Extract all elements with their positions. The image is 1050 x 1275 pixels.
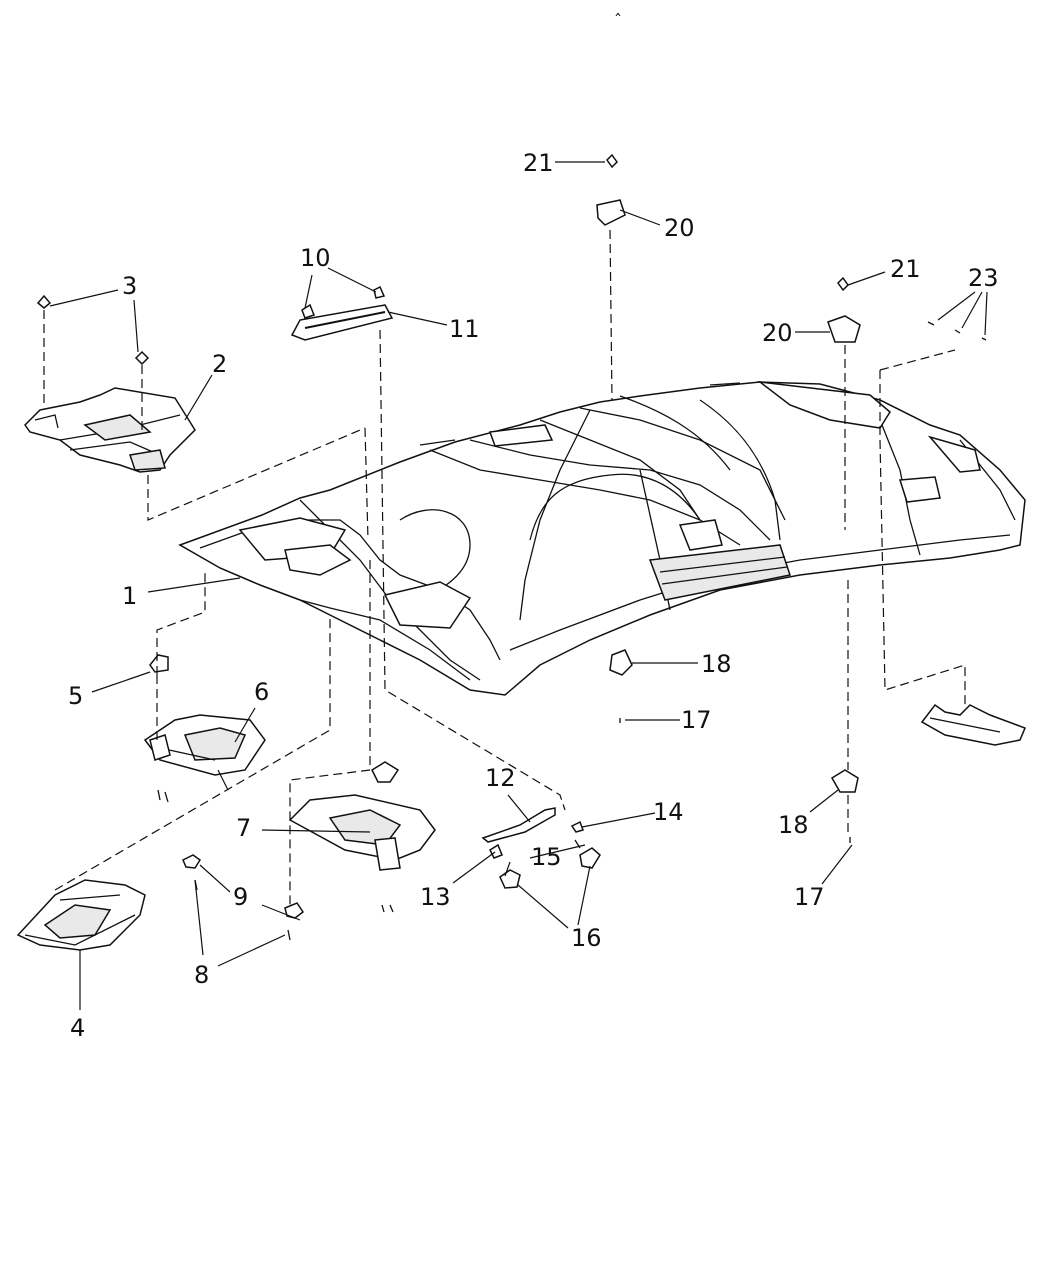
callout-14: 14	[653, 798, 684, 826]
callout-21-upper: 21	[523, 149, 554, 177]
fasteners-23	[927, 321, 987, 341]
callout-16: 16	[571, 924, 602, 952]
bracket-20-lower	[827, 315, 861, 343]
callout-2: 2	[212, 350, 227, 378]
callout-10: 10	[300, 244, 331, 272]
clips-21	[606, 153, 849, 292]
callout-9: 9	[233, 883, 248, 911]
callout-17-upper: 17	[681, 706, 712, 734]
fasteners-3	[36, 294, 150, 366]
visor-clip-5	[149, 654, 169, 673]
leader-lines	[49, 161, 988, 1010]
clip-14	[570, 820, 584, 833]
screws-17	[619, 718, 851, 843]
left-sun-visor	[143, 714, 266, 803]
rear-trim-panel	[920, 703, 1026, 746]
bracket-20-upper	[596, 199, 626, 226]
callout-13: 13	[420, 883, 451, 911]
clip-13	[489, 843, 503, 859]
callout-11: 11	[449, 315, 480, 343]
callout-17-lower: 17	[794, 883, 825, 911]
callout-6: 6	[254, 678, 269, 706]
callout-18-lower: 18	[778, 811, 809, 839]
callout-18-upper: 18	[701, 650, 732, 678]
callout-1: 1	[122, 582, 137, 610]
callout-5: 5	[68, 682, 83, 710]
hanger-18-upper	[609, 649, 633, 676]
callout-15: 15	[531, 843, 562, 871]
right-sun-visor	[288, 761, 436, 913]
callout-12: 12	[485, 764, 516, 792]
callout-7-left: 7	[236, 814, 251, 842]
top-mark: ˆ	[614, 11, 622, 30]
callout-23: 23	[968, 264, 999, 292]
headliner-panel	[178, 380, 1026, 696]
overhead-console-lamp	[16, 879, 146, 951]
callout-3: 3	[122, 272, 137, 300]
callout-4: 4	[70, 1014, 85, 1042]
callout-8: 8	[194, 961, 209, 989]
alignment-lines	[43, 229, 966, 905]
callout-20-upper: 20	[664, 214, 695, 242]
grab-handle-11	[290, 285, 394, 341]
callout-labels: 1 2 3 4 5 6 7 7 8 9 10 11 12 13 14 15 16…	[68, 149, 999, 1042]
overhead-console-bracket	[24, 387, 196, 473]
trim-12	[481, 807, 556, 843]
callout-21-lower: 21	[890, 255, 921, 283]
callout-20-lower: 20	[762, 319, 793, 347]
hanger-18-lower	[830, 769, 859, 793]
